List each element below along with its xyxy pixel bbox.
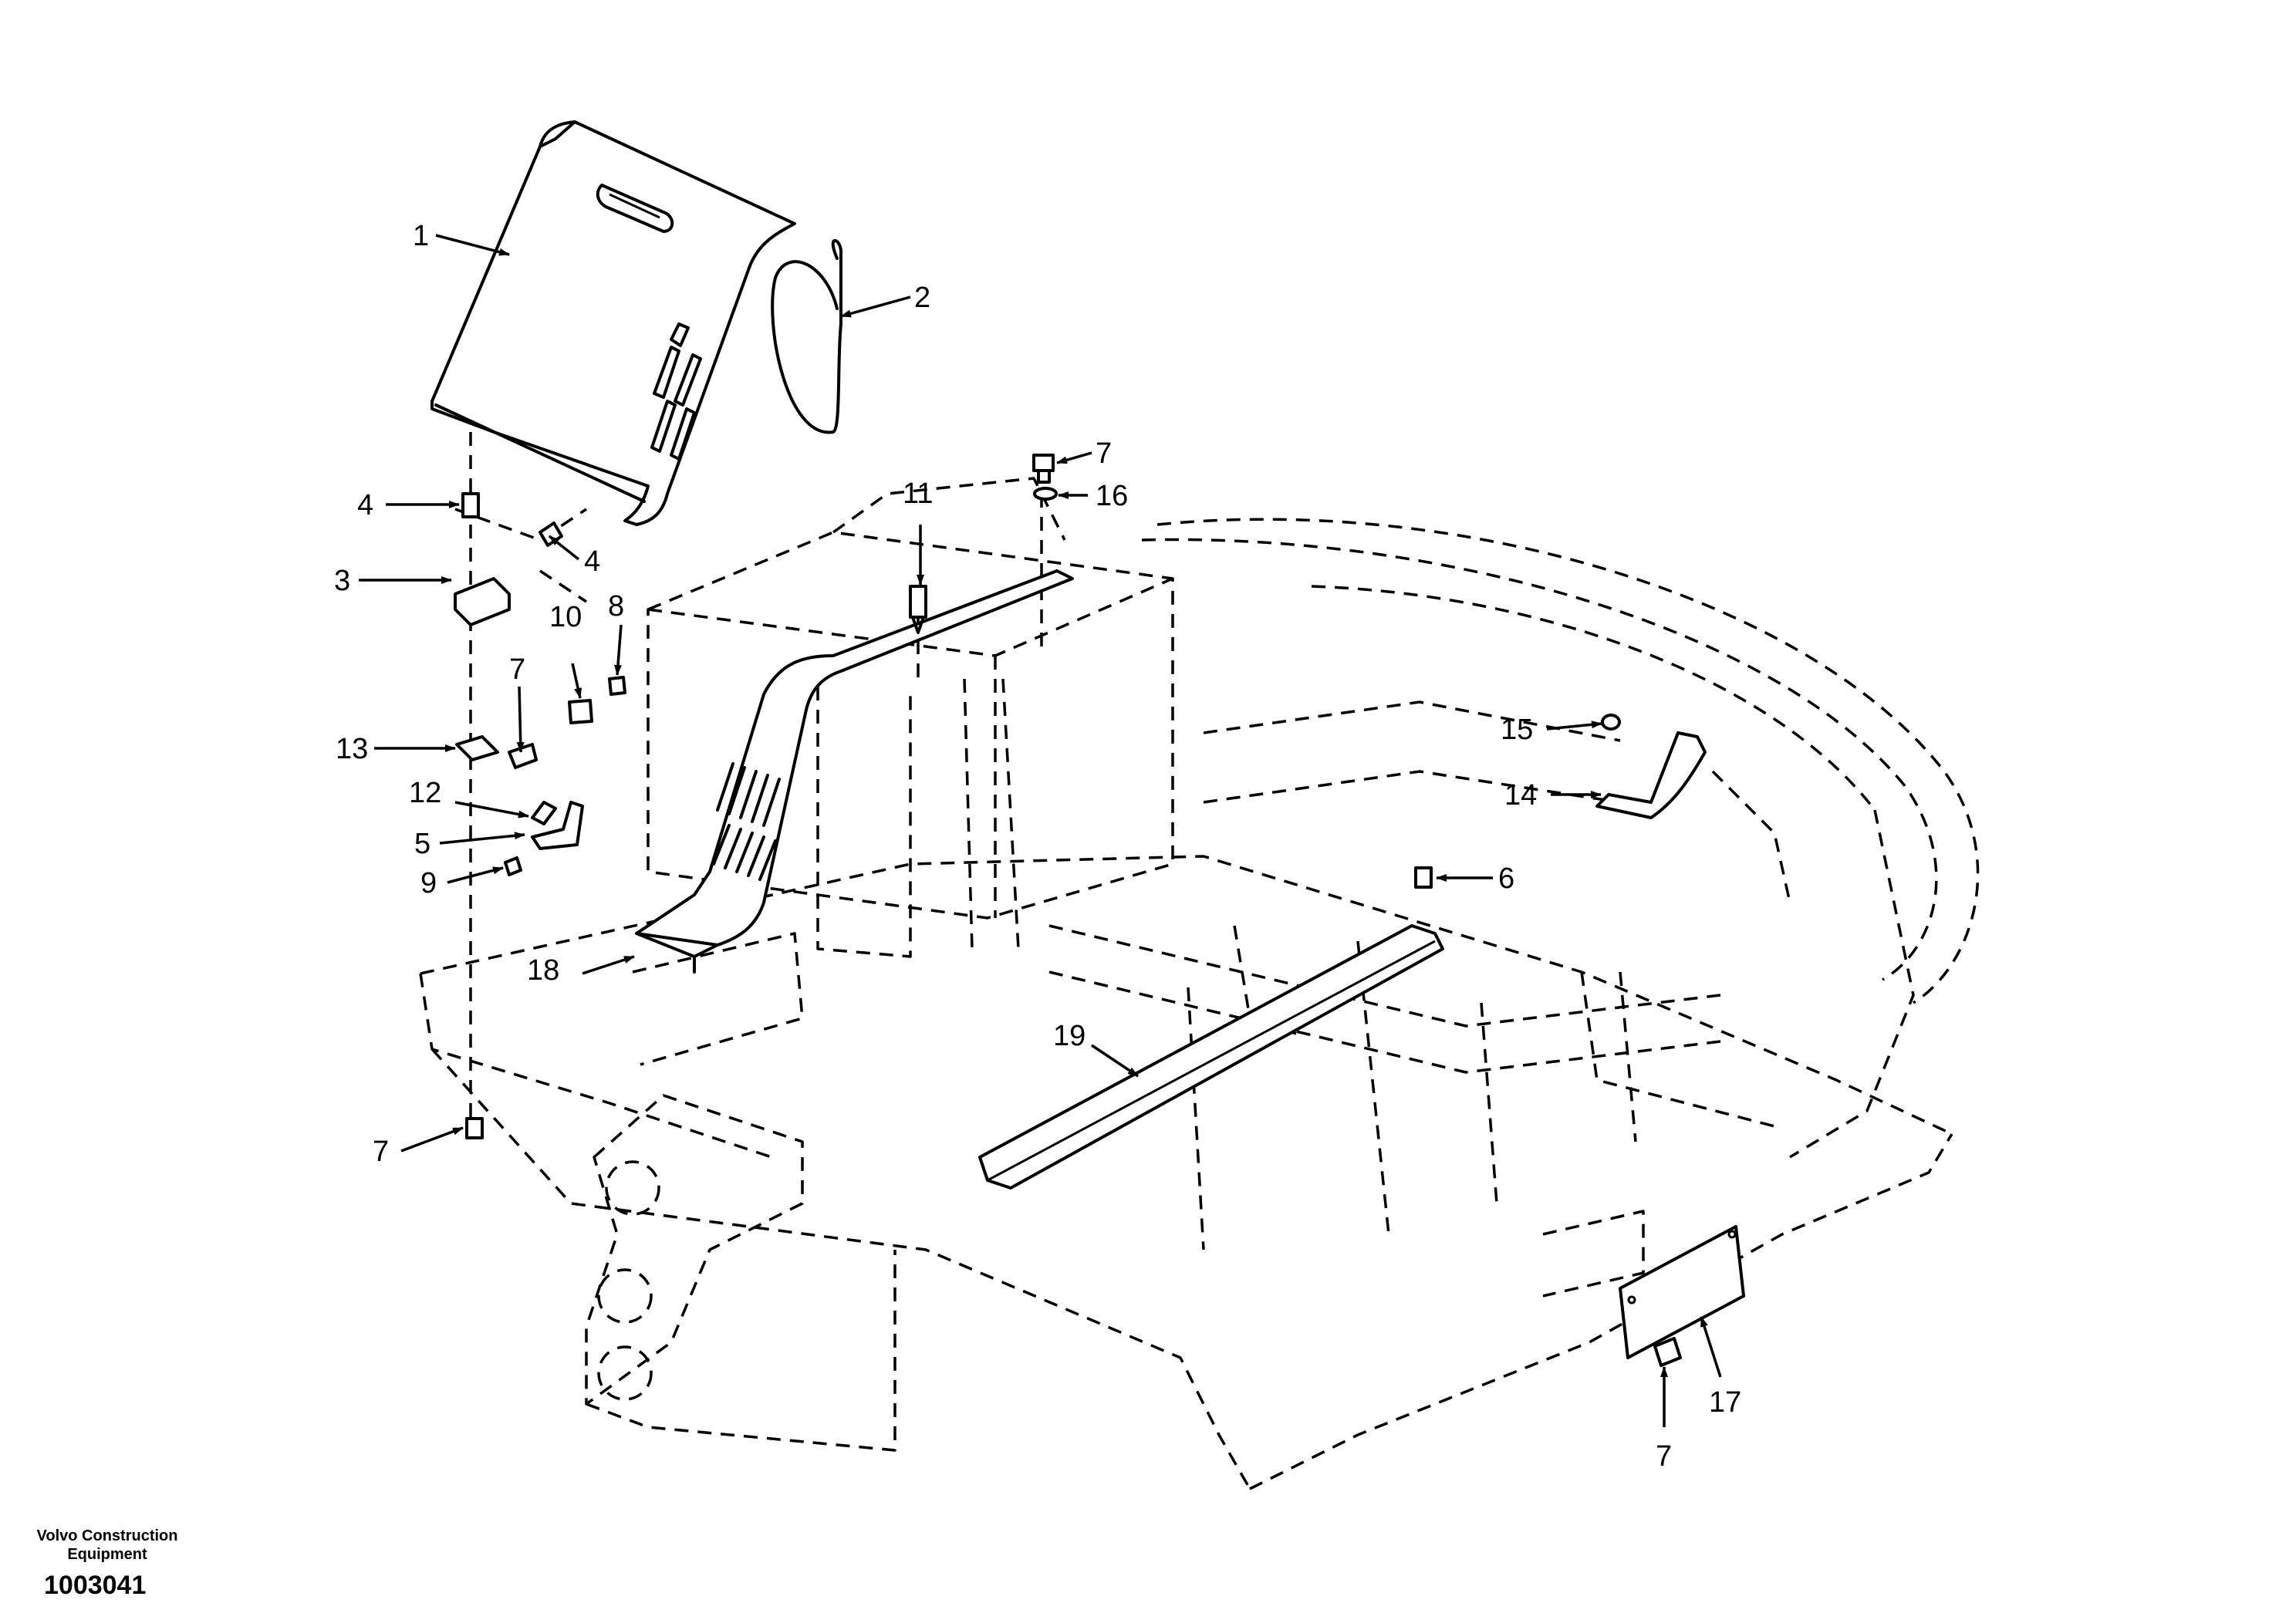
pin-part-12 <box>531 801 557 825</box>
callout-19: 19 <box>1053 1020 1086 1052</box>
callout-11: 11 <box>903 478 933 510</box>
callout-7b: 7 <box>509 653 525 686</box>
fasteners <box>461 454 1682 1367</box>
callout-14: 14 <box>1504 779 1537 812</box>
bracket-part-3 <box>454 577 511 626</box>
callout-1: 1 <box>413 220 429 252</box>
callout-13: 13 <box>336 733 368 765</box>
callout-18: 18 <box>527 954 559 987</box>
callout-4b: 4 <box>584 545 600 578</box>
callout-7a: 7 <box>1096 437 1112 470</box>
callout-5: 5 <box>414 828 430 860</box>
callout-16: 16 <box>1096 480 1128 512</box>
company-name-line2: Equipment <box>67 1546 147 1563</box>
plate-part-13 <box>455 735 499 761</box>
callout-labels: 1 2 3 4 4 5 6 7 7 7 7 8 9 10 11 12 13 14… <box>334 220 1741 1473</box>
callout-12: 12 <box>409 777 441 809</box>
callout-17: 17 <box>1709 1386 1741 1419</box>
callout-10: 10 <box>549 601 582 633</box>
callout-3: 3 <box>334 565 350 597</box>
company-name-line1: Volvo Construction <box>36 1527 178 1544</box>
cable-part-2 <box>771 238 843 434</box>
drawing-number: 1003041 <box>44 1571 147 1600</box>
callout-arrows <box>359 234 1722 1427</box>
callout-6: 6 <box>1498 862 1514 895</box>
callout-2: 2 <box>914 282 930 314</box>
callout-15: 15 <box>1501 714 1533 746</box>
callout-7c: 7 <box>373 1136 389 1168</box>
callout-4a: 4 <box>357 489 373 521</box>
callout-9: 9 <box>420 867 437 899</box>
bracket-part-5 <box>531 801 584 850</box>
callout-8: 8 <box>608 590 624 623</box>
callout-7d: 7 <box>1656 1440 1672 1473</box>
bracket-part-14 <box>1595 731 1707 819</box>
cover-part-1 <box>430 120 796 526</box>
plate-part-17 <box>1619 1225 1745 1359</box>
upper-frame-outline <box>419 409 1980 1490</box>
vent-slots-18 <box>712 762 781 881</box>
